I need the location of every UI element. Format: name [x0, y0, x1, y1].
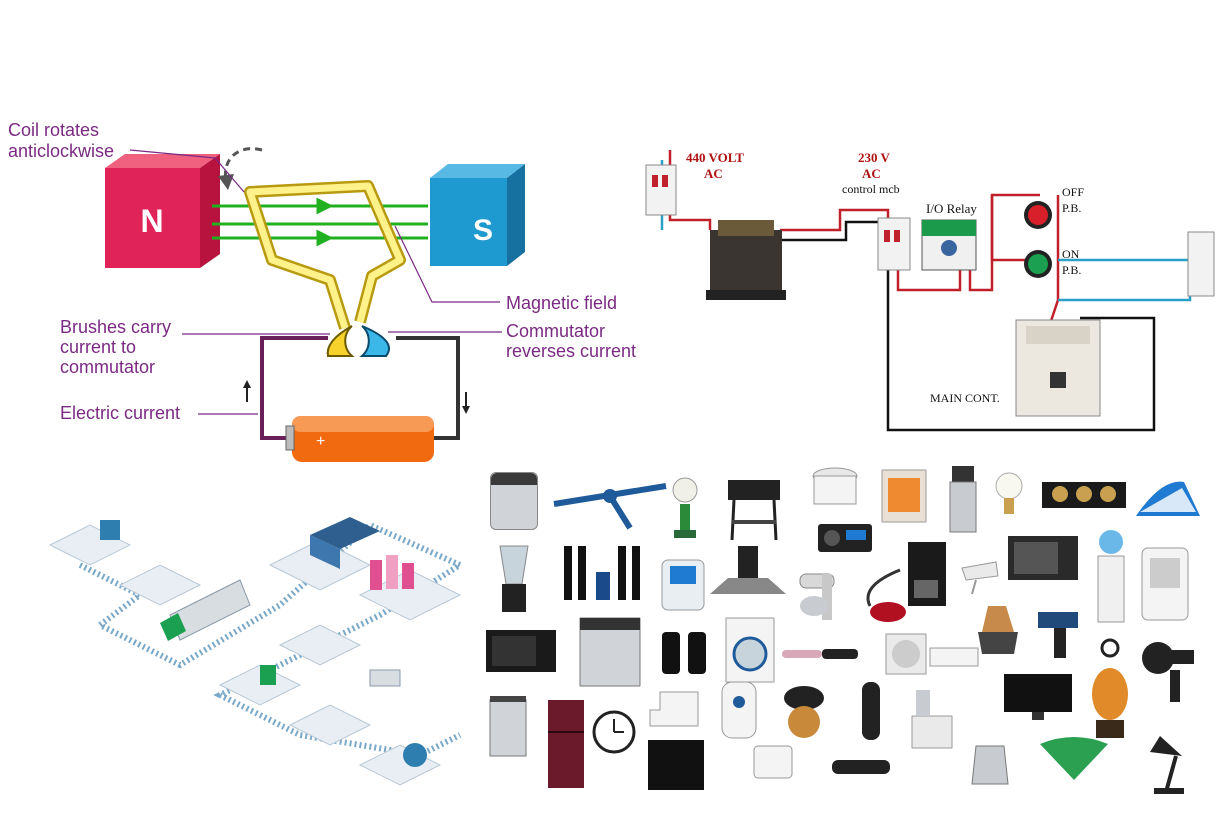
oil-lamp-icon [672, 477, 698, 538]
rice-cooker-icon [812, 467, 858, 505]
warehouse-icon [310, 517, 380, 569]
volt-440-label: 440 VOLT [686, 150, 744, 165]
commutator-label-line-1: Commutator [506, 321, 605, 341]
dc-motor-diagram: N S + [8, 120, 636, 462]
magnetic-field-label: Magnetic field [506, 293, 617, 313]
volt-440-ac-label: AC [704, 166, 723, 181]
radio-icon [818, 524, 872, 552]
power-drill-icon [1038, 612, 1078, 658]
city-buildings-icon [370, 555, 414, 590]
hair-curler-icon [782, 649, 858, 659]
control-mcb [877, 217, 911, 271]
volt-230-label: 230 V [858, 150, 891, 165]
coil [244, 180, 406, 330]
appliance-collage [480, 462, 1217, 813]
commutator-label-line-2: reverses current [506, 341, 636, 361]
gas-stove-icon [1042, 482, 1126, 508]
juicer-icon [949, 466, 977, 533]
brushes-label-line-2: current to [60, 337, 136, 357]
south-magnet: S [430, 164, 525, 266]
brushes-label-line-3: commutator [60, 357, 155, 377]
air-conditioner-icon [885, 633, 979, 675]
electric-kettle-icon [971, 745, 1009, 785]
refrigerator-icon [548, 700, 584, 788]
dishwasher-icon [579, 617, 641, 687]
pc-speakers-icon [662, 632, 706, 674]
north-magnet: N [105, 154, 220, 268]
stand-mixer-icon [799, 573, 835, 620]
ceiling-fan-icon [553, 483, 667, 530]
off-pb-label-2: P.B. [1062, 201, 1081, 215]
chimney-hood-icon [710, 546, 786, 594]
sandwich-maker-icon [978, 606, 1018, 654]
flashlight-icon [832, 760, 890, 774]
control-mcb-label: control mcb [842, 182, 900, 196]
shaver-icon [862, 682, 880, 740]
main-contactor-label: MAIN CONT. [930, 391, 1000, 405]
wall-clock-icon [592, 710, 636, 754]
battery-plus-sign: + [316, 433, 325, 450]
barbecue-grill-icon [728, 480, 780, 541]
on-pb-label: ON [1062, 247, 1080, 261]
blender-icon [499, 545, 529, 612]
desk-lamp-icon [1150, 736, 1184, 794]
main-mcb [645, 164, 677, 216]
transformer [706, 220, 786, 300]
water-heater-icon [721, 681, 757, 739]
water-boiler-icon [489, 696, 527, 757]
commutator [326, 325, 390, 357]
coil-label-line-1: Coil rotates [8, 120, 99, 140]
magnetic-field-lines [212, 197, 428, 247]
speaker-system-icon [564, 546, 640, 600]
toaster-icon [753, 745, 793, 779]
water-purifier-icon [661, 559, 705, 611]
hand-fan-icon [1040, 737, 1108, 780]
coffee-maker-icon [908, 542, 946, 606]
induction-cooktop-icon [648, 740, 704, 790]
steam-iron-icon [1136, 481, 1200, 516]
on-pb-label-2: P.B. [1062, 263, 1081, 277]
hand-mixer-icon [961, 561, 999, 595]
volt-230-ac-label: AC [862, 166, 881, 181]
water-dispenser-icon [1097, 530, 1125, 623]
rotation-arrow-icon [223, 147, 263, 181]
hair-dryer-icon [1142, 642, 1194, 702]
oven-icon [1008, 536, 1078, 580]
microwave-icon [486, 630, 556, 672]
lantern-icon [1092, 638, 1128, 738]
front-load-washer-icon [725, 617, 775, 683]
battery: + [285, 416, 434, 462]
io-relay [921, 219, 977, 271]
mixer-grinder-icon [911, 690, 953, 749]
light-bulb-icon [995, 472, 1023, 514]
control-circuit-diagram: 440 VOLT AC 230 V AC control mcb I/O Rel… [645, 150, 1215, 432]
brushes-label-line-1: Brushes carry [60, 317, 171, 337]
coil-label-line-2: anticlockwise [8, 141, 114, 161]
sewing-machine-icon [649, 691, 699, 727]
electric-current-label: Electric current [60, 403, 180, 423]
off-push-button [1024, 201, 1052, 229]
south-pole-label: S [473, 214, 493, 247]
isometric-supply-chain-illustration [48, 517, 467, 786]
io-relay-label: I/O Relay [926, 201, 977, 216]
vacuum-cleaner-icon [866, 568, 906, 622]
north-pole-label: N [140, 203, 163, 239]
air-cooler-icon [1141, 547, 1189, 621]
truck-icon [160, 579, 251, 641]
television-icon [1004, 674, 1072, 720]
washing-machine-icon [490, 472, 538, 530]
main-contactor [1015, 319, 1101, 417]
off-pb-label: OFF [1062, 185, 1084, 199]
room-heater-icon [881, 469, 927, 523]
on-push-button [1024, 250, 1052, 278]
waffle-maker-icon [784, 686, 824, 738]
